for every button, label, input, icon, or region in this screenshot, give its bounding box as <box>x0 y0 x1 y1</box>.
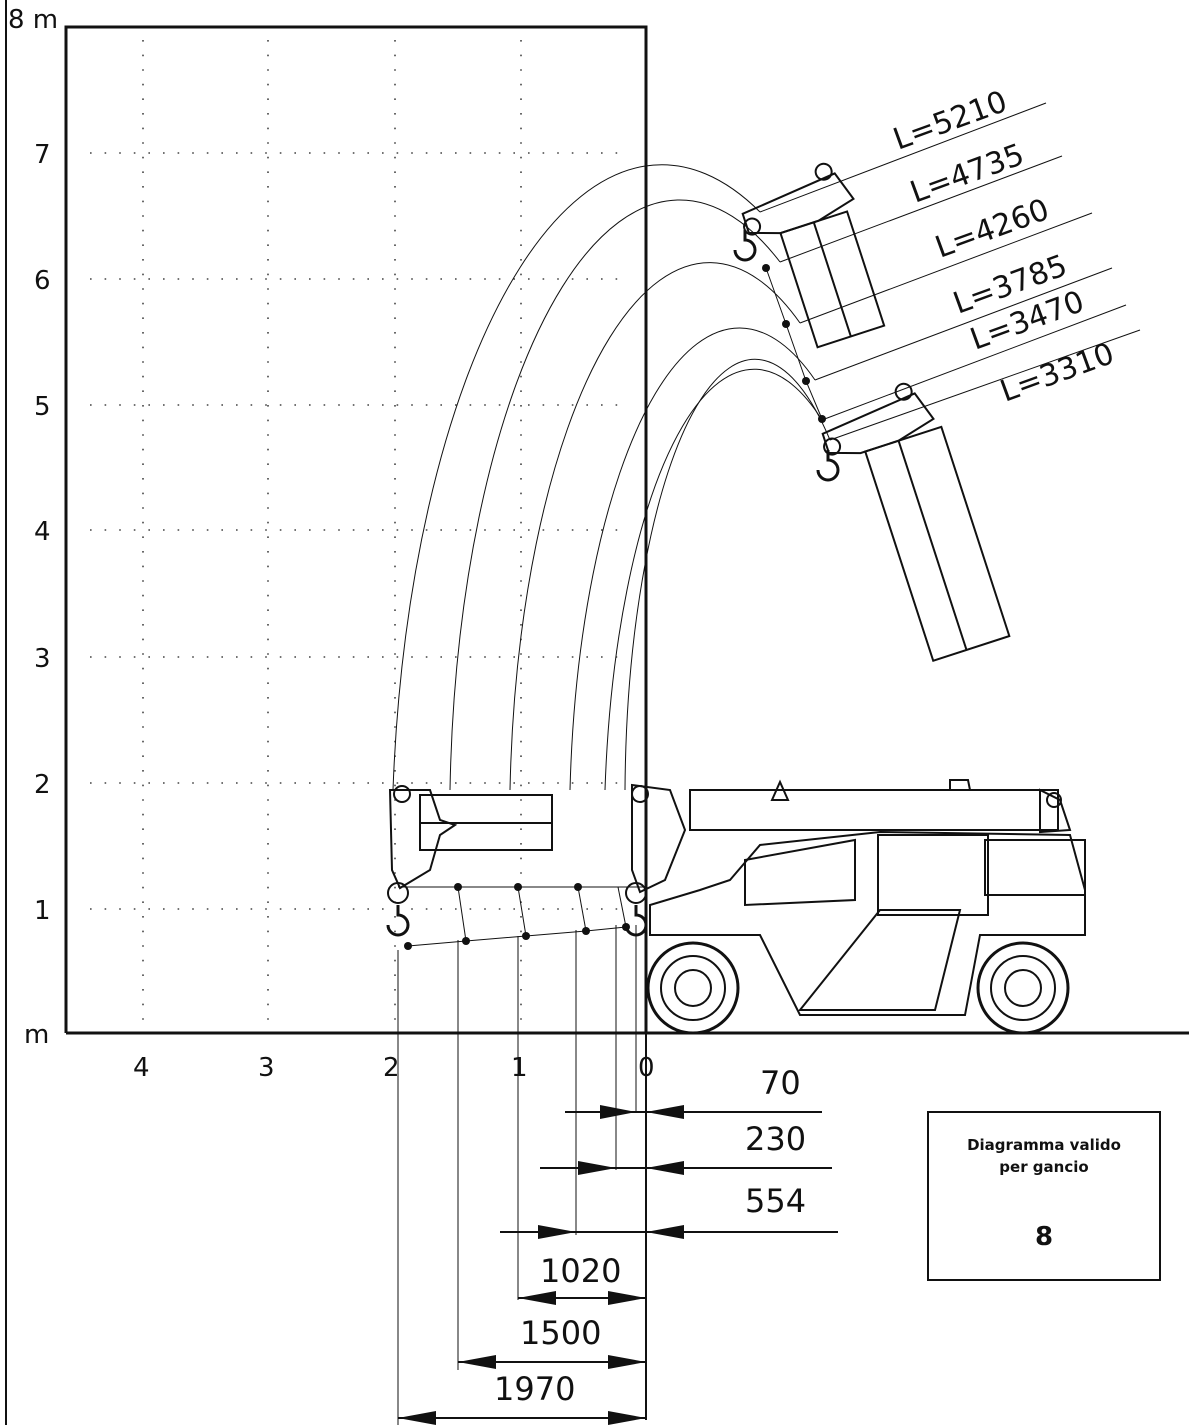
dim-1500: 1500 <box>520 1314 601 1352</box>
note-line1: Diagramma valido <box>967 1136 1121 1154</box>
y-axis-unit-bottom: m <box>24 1020 49 1050</box>
y-tick-5: 5 <box>34 392 51 422</box>
y-tick-4: 4 <box>34 517 51 547</box>
dimensions-right: 70 230 554 <box>500 1064 838 1239</box>
boom-horizontal-retracted <box>386 785 553 937</box>
boom-at-pivot <box>624 783 687 937</box>
hook-note-box: Diagramma valido per gancio 8 <box>927 1111 1161 1281</box>
dim-1020: 1020 <box>540 1252 621 1290</box>
arc-l3470 <box>604 368 823 791</box>
label-l4260: L=4260 <box>931 192 1054 265</box>
arc-l5210 <box>392 164 761 791</box>
y-axis-ticks: 7 6 5 4 3 2 1 <box>34 140 51 926</box>
dim-1970: 1970 <box>494 1370 575 1408</box>
hook-icon <box>733 230 757 262</box>
dim-230: 230 <box>745 1120 806 1158</box>
dim-70: 70 <box>760 1064 801 1102</box>
crane-vehicle <box>646 779 1086 1035</box>
note-line2: per gancio <box>999 1158 1088 1176</box>
y-tick-1: 1 <box>34 896 51 926</box>
boom-extended-upper <box>741 162 886 349</box>
boom-extended-lower <box>821 382 1011 663</box>
boom-length-labels: L=5210 L=4735 L=4260 L=3785 L=3470 L=331… <box>889 84 1119 409</box>
dim-554: 554 <box>745 1182 806 1220</box>
y-tick-2: 2 <box>34 770 51 800</box>
working-area-frame <box>64 25 648 1033</box>
x-tick-2: 2 <box>383 1053 400 1083</box>
arc-l3785 <box>569 327 816 791</box>
hook-icon <box>816 450 840 482</box>
x-tick-1: 1 <box>511 1053 528 1083</box>
x-tick-3: 3 <box>258 1053 275 1083</box>
arc-l4735 <box>449 199 781 791</box>
reach-arcs <box>392 164 831 791</box>
boom-length-lines <box>759 102 1141 441</box>
dimensions-left: 1020 1500 1970 <box>398 1252 646 1425</box>
y-tick-7: 7 <box>34 140 51 170</box>
y-tick-6: 6 <box>34 266 51 296</box>
y-axis-unit-top: 8 m <box>8 5 58 35</box>
hook-icon <box>624 905 648 937</box>
hook-symbol: 8 <box>1035 1222 1053 1252</box>
grid <box>90 40 620 1020</box>
x-tick-4: 4 <box>133 1053 150 1083</box>
hook-positions <box>398 264 826 950</box>
y-tick-3: 3 <box>34 644 51 674</box>
projection-lines <box>397 925 647 1425</box>
arc-l4260 <box>509 262 801 791</box>
arc-l3310 <box>624 358 831 791</box>
hook-icon <box>386 905 410 937</box>
